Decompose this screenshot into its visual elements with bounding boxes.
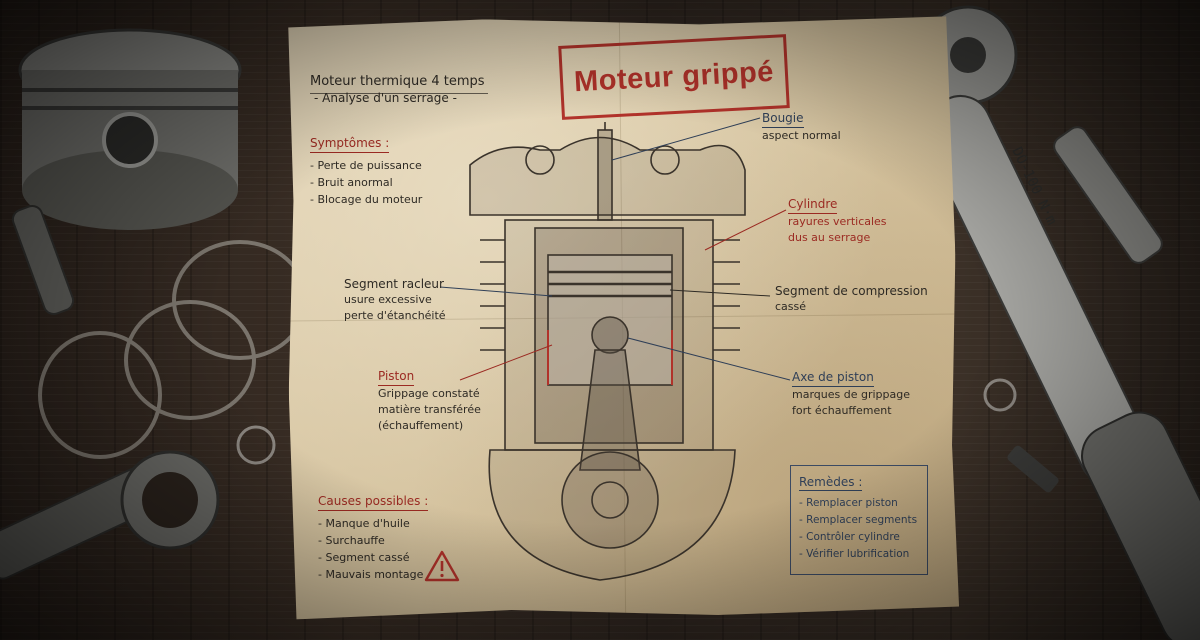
callout-line: cassé: [775, 300, 807, 313]
callout-line: fort échauffement: [792, 404, 892, 417]
remedies-list: Remplacer piston Remplacer segments Cont…: [799, 495, 919, 563]
callout-heading: Axe de piston: [792, 369, 874, 387]
callout-axe-piston: Axe de piston marques de grippage fort é…: [792, 369, 910, 419]
list-item: Segment cassé: [318, 549, 428, 566]
warning-triangle-icon: [424, 550, 460, 582]
callout-line: usure excessive: [344, 293, 432, 306]
crank-web: [561, 451, 659, 549]
causes-heading: Causes possibles :: [318, 493, 429, 511]
callout-line: Grippage constaté: [378, 387, 480, 400]
callout-line: dus au serrage: [788, 231, 871, 244]
list-item: Remplacer segments: [799, 512, 919, 529]
callout-heading: Cylindre: [788, 196, 838, 214]
callout-line: matière transférée: [378, 403, 481, 416]
callout-line: marques de grippage: [792, 388, 910, 401]
list-item: Manque d'huile: [318, 515, 428, 532]
causes-list: Manque d'huile Surchauffe Segment cassé …: [318, 515, 428, 583]
list-item: Mauvais montage: [318, 566, 428, 583]
callout-line: rayures verticales: [788, 215, 887, 228]
title-line-1: Moteur thermique 4 temps: [310, 74, 485, 89]
seized-engine-stamp: Moteur grippé: [558, 34, 790, 120]
symptoms-heading: Symptômes :: [310, 135, 390, 153]
symptoms-list: Perte de puissance Bruit anormal Blocage…: [310, 157, 422, 208]
list-item: Vérifier lubrification: [799, 546, 919, 563]
remedies-box: Remèdes : Remplacer piston Remplacer seg…: [790, 465, 928, 575]
callout-cylindre: Cylindre rayures verticales dus au serra…: [788, 196, 887, 246]
spark-plug: [597, 122, 613, 221]
list-item: Surchauffe: [318, 532, 428, 549]
callout-heading: Bougie: [762, 110, 804, 128]
leader-cylindre: [704, 209, 787, 251]
callout-bougie: Bougie aspect normal: [762, 110, 841, 144]
callout-heading: Segment racleur: [344, 277, 444, 291]
callout-heading: Piston: [378, 368, 415, 386]
title-underline: [310, 93, 488, 94]
callout-line: aspect normal: [762, 129, 841, 142]
list-item: Bruit anormal: [310, 174, 422, 191]
callout-line: perte d'étanchéité: [344, 309, 446, 322]
remedies-heading: Remèdes :: [799, 475, 863, 491]
stamp-text: Moteur grippé: [573, 55, 775, 98]
callout-heading: Segment de compression: [775, 284, 928, 298]
list-item: Contrôler cylindre: [799, 529, 919, 546]
sheet-title: Moteur thermique 4 temps - Analyse d'un …: [310, 74, 485, 106]
callout-segment-compression: Segment de compression cassé: [775, 283, 928, 315]
list-item: Remplacer piston: [799, 495, 919, 512]
list-item: Perte de puissance: [310, 157, 422, 174]
callout-segment-racleur: Segment racleur usure excessive perte d'…: [344, 276, 446, 324]
list-item: Blocage du moteur: [310, 191, 422, 208]
symptoms-section: Symptômes : Perte de puissance Bruit ano…: [310, 135, 422, 208]
causes-section: Causes possibles : Manque d'huile Surcha…: [318, 493, 429, 583]
callout-line: (échauffement): [378, 419, 464, 432]
callout-piston: Piston Grippage constaté matière transfé…: [378, 368, 481, 434]
